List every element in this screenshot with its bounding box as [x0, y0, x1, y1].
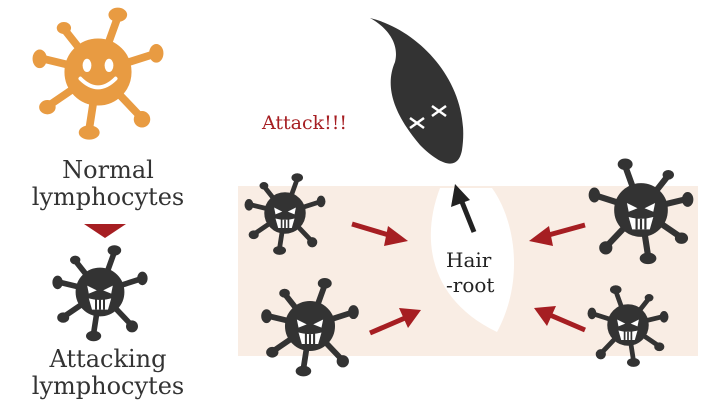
arrow-up-right-icon [369, 308, 421, 336]
red-arrows [351, 221, 586, 336]
arrow-left-icon [529, 222, 586, 246]
label-line: -root [446, 273, 495, 297]
normal-lymphocyte-icon [33, 8, 163, 139]
dead-eyes-icon [409, 104, 447, 130]
label-line: Normal [62, 156, 154, 184]
attack-shout: Attack!!! [262, 112, 348, 134]
hair-root-label: Hair -root [446, 248, 494, 298]
fallen-hair [370, 18, 464, 164]
label-line: lymphocytes [31, 183, 185, 211]
arrow-up-left-icon [534, 306, 586, 333]
arrow-up-black-icon [451, 184, 477, 233]
arrow-right-icon [351, 221, 408, 246]
normal-lymphocytes-label: Normal lymphocytes [28, 157, 188, 211]
label-line: Attacking [49, 345, 167, 373]
label-line: lymphocytes [31, 372, 185, 400]
attacking-lymphocytes-label: Attacking lymphocytes [28, 346, 188, 400]
hair-root-shape [430, 188, 515, 332]
down-arrow-icon [84, 224, 126, 238]
attacking-lymphocyte-icon [53, 246, 147, 341]
label-line: Hair [446, 248, 492, 272]
